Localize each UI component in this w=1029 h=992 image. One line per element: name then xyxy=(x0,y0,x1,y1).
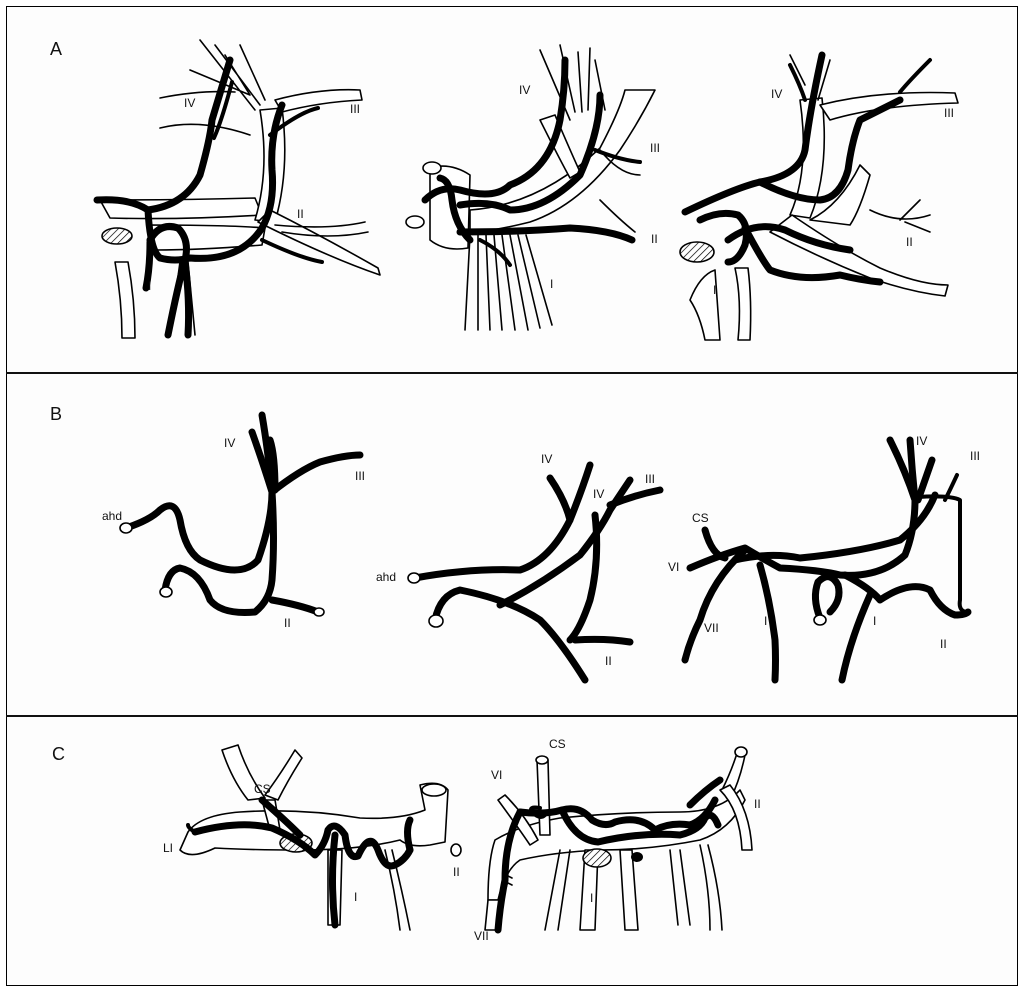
c2-label-vi: VI xyxy=(491,768,502,782)
a3-label-iv: IV xyxy=(771,87,782,101)
panel-b-figure-3 xyxy=(685,440,968,680)
a1-label-iii: III xyxy=(350,102,360,116)
a2-label-iii: III xyxy=(650,141,660,155)
c2-label-vii: VII xyxy=(474,929,489,943)
b1-label-iii: III xyxy=(355,469,365,483)
panel-c-figure-1 xyxy=(180,745,461,930)
panel-b-label: B xyxy=(50,404,62,424)
c1-label-i: I xyxy=(354,890,357,904)
b2-label-iii: III xyxy=(645,472,655,486)
panel-a-figure-2 xyxy=(406,45,655,330)
b1-label-iv: IV xyxy=(224,436,235,450)
c2-label-ii: II xyxy=(754,797,761,811)
c1-label-cs: CS xyxy=(254,782,271,796)
a1-label-i: I xyxy=(148,279,151,293)
b3-label-vi: VI xyxy=(668,560,679,574)
b1-label-ahd: ahd xyxy=(102,509,122,523)
panel-a-figure-1 xyxy=(97,40,380,338)
b3-label-iv: IV xyxy=(916,434,927,448)
a2-label-i: I xyxy=(550,277,553,291)
b3-label-vii: VII xyxy=(704,621,719,635)
panel-b-figure-2 xyxy=(408,465,660,680)
a3-label-iii: III xyxy=(944,106,954,120)
panel-a-label: A xyxy=(50,39,62,59)
b2-label-iv-b: IV xyxy=(593,487,604,501)
b2-label-iv-a: IV xyxy=(541,452,552,466)
a3-label-ii: II xyxy=(906,235,913,249)
a1-label-iv: IV xyxy=(184,96,195,110)
c1-label-li: LI xyxy=(163,841,173,855)
a2-label-ii: II xyxy=(651,232,658,246)
b3-label-ii: II xyxy=(940,637,947,651)
b2-label-ii: II xyxy=(605,654,612,668)
b1-label-ii: II xyxy=(284,616,291,630)
a2-label-iv: IV xyxy=(519,83,530,97)
a3-label-i: I xyxy=(713,283,716,297)
panel-c-figure-2 xyxy=(485,747,752,930)
b3-label-cs: CS xyxy=(692,511,709,525)
c2-label-i: I xyxy=(590,891,593,905)
b3-label-iii: III xyxy=(970,449,980,463)
c1-label-ii: II xyxy=(453,865,460,879)
a1-label-ii: II xyxy=(297,207,304,221)
panel-b-figure-1 xyxy=(120,415,360,616)
c2-label-cs: CS xyxy=(549,737,566,751)
b3-label-i-b: I xyxy=(873,614,876,628)
panel-c-label: C xyxy=(52,744,65,764)
b2-label-ahd: ahd xyxy=(376,570,396,584)
b3-label-i-a: I xyxy=(764,614,767,628)
panel-a-figure-3 xyxy=(680,55,958,340)
